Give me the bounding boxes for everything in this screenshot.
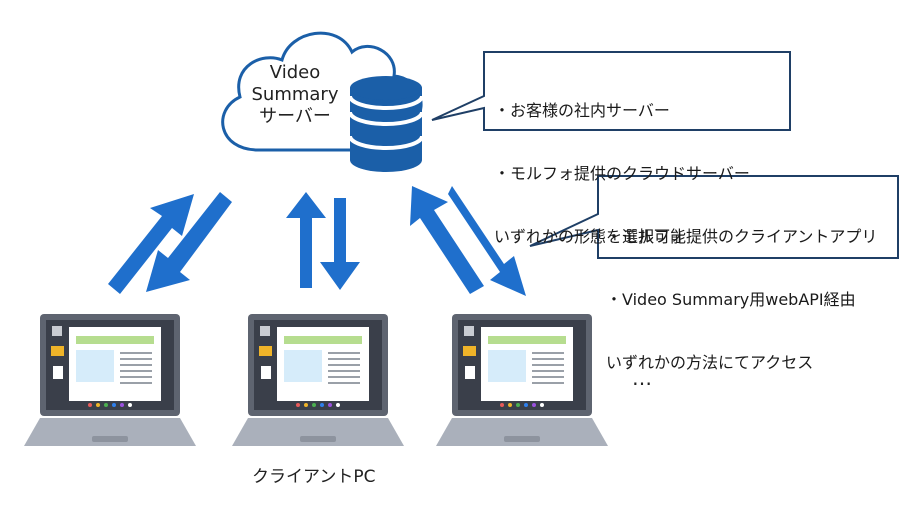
arrow-down-center — [320, 198, 360, 290]
folder-icon — [51, 346, 64, 356]
taskbar-dot — [128, 403, 132, 407]
database-server-icon — [348, 76, 424, 172]
window-text-line — [328, 352, 360, 354]
server-callout — [431, 51, 791, 131]
client-callout-line2: ・Video Summary用webAPI経由 — [606, 290, 856, 309]
taskbar-dot — [540, 403, 544, 407]
window-header-bar — [76, 336, 154, 344]
server-callout-line2: ・モルフォ提供のクラウドサーバー — [494, 164, 750, 183]
laptop-icon — [24, 314, 196, 446]
window-text-line — [328, 364, 360, 366]
window-text-line — [532, 358, 564, 360]
client-pc-caption: クライアントPC — [252, 467, 376, 487]
window-text-line — [532, 382, 564, 384]
window-text-line — [328, 358, 360, 360]
taskbar-dot — [296, 403, 300, 407]
laptop-keyboard-base — [24, 418, 196, 446]
window-text-line — [120, 376, 152, 378]
laptop-keyboard-base — [436, 418, 608, 446]
trash-icon — [52, 326, 62, 336]
cloud-label-line1: Video — [269, 62, 321, 83]
client-callout-text: ・モルフォ提供のクライアントアプリ ・Video Summary用webAPI経… — [606, 184, 877, 415]
taskbar-dot — [500, 403, 504, 407]
window-text-line — [532, 352, 564, 354]
taskbar-dot — [304, 403, 308, 407]
cloud-label-line2: Summary — [251, 84, 339, 105]
arrow-up-left — [108, 194, 194, 294]
taskbar-dot — [104, 403, 108, 407]
window-text-line — [328, 370, 360, 372]
taskbar-dot — [516, 403, 520, 407]
window-image-block — [284, 350, 322, 382]
window-text-line — [120, 364, 152, 366]
taskbar-dot — [96, 403, 100, 407]
window-text-line — [120, 358, 152, 360]
folder-icon — [463, 346, 476, 356]
laptop-trackpad — [504, 436, 540, 442]
taskbar-dot — [88, 403, 92, 407]
taskbar-dot — [508, 403, 512, 407]
laptop-trackpad — [92, 436, 128, 442]
window-image-block — [76, 350, 114, 382]
taskbar-dot — [320, 403, 324, 407]
window-header-bar — [284, 336, 362, 344]
cloud-label-line3: サーバー — [259, 106, 331, 127]
taskbar-dot — [336, 403, 340, 407]
arrow-down-right — [448, 186, 526, 296]
arrow-down-left — [146, 192, 232, 292]
folder-icon — [259, 346, 272, 356]
document-icon — [261, 366, 271, 379]
window-text-line — [328, 382, 360, 384]
server-callout-line3: いずれかの形態を選択可能 — [494, 227, 687, 246]
arrow-up-right — [410, 186, 484, 294]
window-text-line — [532, 364, 564, 366]
taskbar-dot — [312, 403, 316, 407]
taskbar-dot — [328, 403, 332, 407]
window-text-line — [120, 352, 152, 354]
laptop-keyboard-base — [232, 418, 404, 446]
window-text-line — [328, 376, 360, 378]
taskbar-dot — [532, 403, 536, 407]
window-header-bar — [488, 336, 566, 344]
document-icon — [53, 366, 63, 379]
taskbar-dot — [120, 403, 124, 407]
arrow-group — [108, 186, 526, 296]
cloud-label: Video Summary サーバー — [240, 62, 350, 128]
client-callout-line3: いずれかの方法にてアクセス — [606, 353, 814, 372]
laptop-group — [24, 314, 608, 446]
document-icon — [465, 366, 475, 379]
trash-icon — [260, 326, 270, 336]
window-image-block — [488, 350, 526, 382]
more-clients-ellipsis: … — [632, 366, 653, 390]
window-text-line — [120, 382, 152, 384]
laptop-icon — [232, 314, 404, 446]
arrow-up-center — [286, 192, 326, 288]
server-callout-line1: ・お客様の社内サーバー — [494, 101, 670, 120]
window-text-line — [532, 370, 564, 372]
laptop-trackpad — [300, 436, 336, 442]
client-callout — [529, 175, 899, 259]
client-callout-line1: ・モルフォ提供のクライアントアプリ — [606, 227, 878, 246]
server-callout-text: ・お客様の社内サーバー ・モルフォ提供のクラウドサーバー いずれかの形態を選択可… — [494, 58, 750, 289]
taskbar-dot — [524, 403, 528, 407]
window-text-line — [120, 370, 152, 372]
window-text-line — [532, 376, 564, 378]
taskbar-dot — [112, 403, 116, 407]
trash-icon — [464, 326, 474, 336]
laptop-icon — [436, 314, 608, 446]
